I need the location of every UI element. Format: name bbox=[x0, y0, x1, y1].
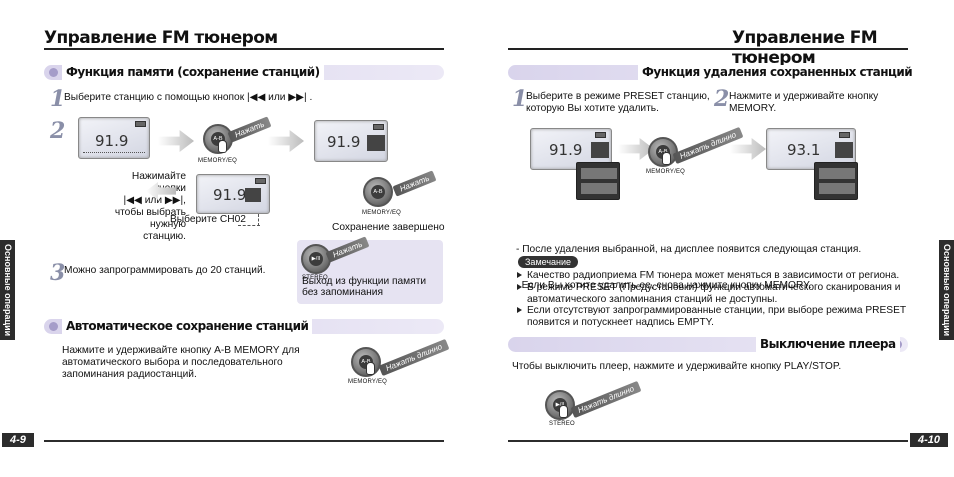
battery-icon bbox=[255, 178, 266, 184]
memory-eq-caption: MEMORY/EQ bbox=[348, 379, 388, 385]
arrow-right-icon bbox=[158, 130, 194, 152]
battery-icon bbox=[135, 121, 146, 127]
channel-indicator bbox=[245, 188, 261, 202]
arrow-right-icon bbox=[268, 130, 304, 152]
hand-pointer-icon bbox=[662, 152, 671, 165]
left-title-rule bbox=[44, 48, 444, 50]
right-footer-line bbox=[508, 440, 908, 442]
bullet-triangle-icon bbox=[517, 307, 522, 313]
left-section2-heading: Автоматическое сохранение станций bbox=[62, 319, 313, 334]
preset-indicator bbox=[835, 142, 853, 158]
right-section1-heading: Функция удаления сохраненных станций bbox=[638, 65, 917, 80]
preset-zoom-box bbox=[576, 162, 620, 200]
left-page-number: 4-9 bbox=[2, 433, 34, 447]
press-tag: Нажать bbox=[392, 170, 437, 197]
hand-pointer-icon bbox=[366, 362, 375, 375]
right-title-rule bbox=[508, 48, 908, 50]
power-off-text: Чтобы выключить плеер, нажмите и удержив… bbox=[512, 361, 842, 372]
battery-icon bbox=[595, 132, 606, 138]
lcd-frequency: 91.9 bbox=[213, 186, 247, 204]
right-side-tab: Основные операции bbox=[939, 240, 954, 340]
lcd-frequency: 91.9 bbox=[327, 133, 361, 151]
battery-icon bbox=[839, 132, 850, 138]
right-step1-text: Выберите в режиме PRESET станцию, котору… bbox=[526, 91, 710, 114]
hand-pointer-icon bbox=[218, 140, 227, 153]
right-section2-heading: Выключение плеера bbox=[756, 337, 900, 352]
stereo-caption: STEREO bbox=[549, 421, 575, 427]
lcd-frequency: 93.1 bbox=[787, 141, 821, 159]
left-auto-text: Нажмите и удерживайте кнопку A-B MEMORY … bbox=[62, 345, 300, 380]
right-step1-number: 1 bbox=[512, 86, 528, 112]
preset-indicator bbox=[367, 135, 385, 151]
press-long-tag: Нажать длинно bbox=[570, 380, 642, 419]
note-label: Замечание bbox=[518, 256, 579, 268]
lcd-frequency: 91.9 bbox=[549, 141, 583, 159]
left-footer-line bbox=[44, 440, 444, 442]
select-channel-text: Выберите CH02 bbox=[170, 214, 246, 225]
left-section1-dot bbox=[49, 68, 58, 77]
left-step1-text: Выберите станцию с помощью кнопок |◀◀ ил… bbox=[64, 92, 313, 103]
ab-memory-button: A-B bbox=[351, 347, 381, 377]
play-button-cap: ▶/II bbox=[309, 252, 323, 266]
left-hint-text: Нажимайте кнопки |◀◀ или ▶▶|, чтобы выбр… bbox=[114, 171, 186, 242]
right-step2-number: 2 bbox=[714, 86, 730, 112]
press-tag: Нажать bbox=[227, 116, 272, 143]
stereo-caption: STEREO bbox=[302, 275, 328, 281]
memory-eq-caption: MEMORY/EQ bbox=[198, 158, 238, 164]
left-step3-text: Можно запрограммировать до 20 станций. bbox=[64, 265, 266, 276]
exit-text: Выход из функции памяти без запоминания bbox=[302, 276, 427, 298]
battery-icon bbox=[373, 124, 384, 130]
right-page-number: 4-10 bbox=[910, 433, 949, 447]
ab-button-cap: A-B bbox=[371, 185, 385, 199]
preset-zoom-box bbox=[814, 162, 858, 200]
bullet-triangle-icon bbox=[517, 272, 522, 278]
bullet-triangle-icon bbox=[517, 284, 522, 290]
preset-indicator bbox=[591, 142, 609, 158]
left-side-tab: Основные операции bbox=[0, 240, 15, 340]
memory-eq-caption: MEMORY/EQ bbox=[362, 210, 402, 216]
left-step3-number: 3 bbox=[50, 260, 66, 286]
ab-memory-button: A-B bbox=[363, 177, 393, 207]
arrow-right-icon bbox=[730, 138, 766, 160]
left-section2-dot bbox=[49, 322, 58, 331]
callout-line bbox=[238, 225, 260, 226]
save-complete-text: Сохранение завершено bbox=[332, 222, 445, 233]
left-step1-number: 1 bbox=[50, 86, 66, 112]
left-page-title: Управление FM тюнером bbox=[44, 28, 278, 48]
callout-line bbox=[258, 214, 260, 226]
right-step2-text: Нажмите и удерживайте кнопку MEMORY. bbox=[729, 91, 879, 114]
lcd-display: 91.9 bbox=[78, 117, 150, 159]
press-long-tag: Нажать длинно bbox=[378, 338, 450, 377]
hand-pointer-icon bbox=[559, 405, 568, 418]
play-stop-button: ▶/II bbox=[301, 244, 331, 274]
left-step2-number: 2 bbox=[50, 118, 66, 144]
memory-eq-caption: MEMORY/EQ bbox=[646, 169, 686, 175]
lcd-frequency: 91.9 bbox=[95, 132, 129, 150]
left-section1-heading: Функция памяти (сохранение станций) bbox=[62, 65, 324, 80]
lcd-display: 91.9 bbox=[196, 174, 270, 214]
right-page-title: Управление FM тюнером bbox=[732, 28, 878, 68]
lcd-scale bbox=[83, 152, 145, 155]
lcd-display: 91.9 bbox=[314, 120, 388, 162]
after-delete-text: - После удаления выбранной, на дисплее п… bbox=[516, 244, 862, 291]
lcd-display: 93.1 bbox=[766, 128, 856, 170]
